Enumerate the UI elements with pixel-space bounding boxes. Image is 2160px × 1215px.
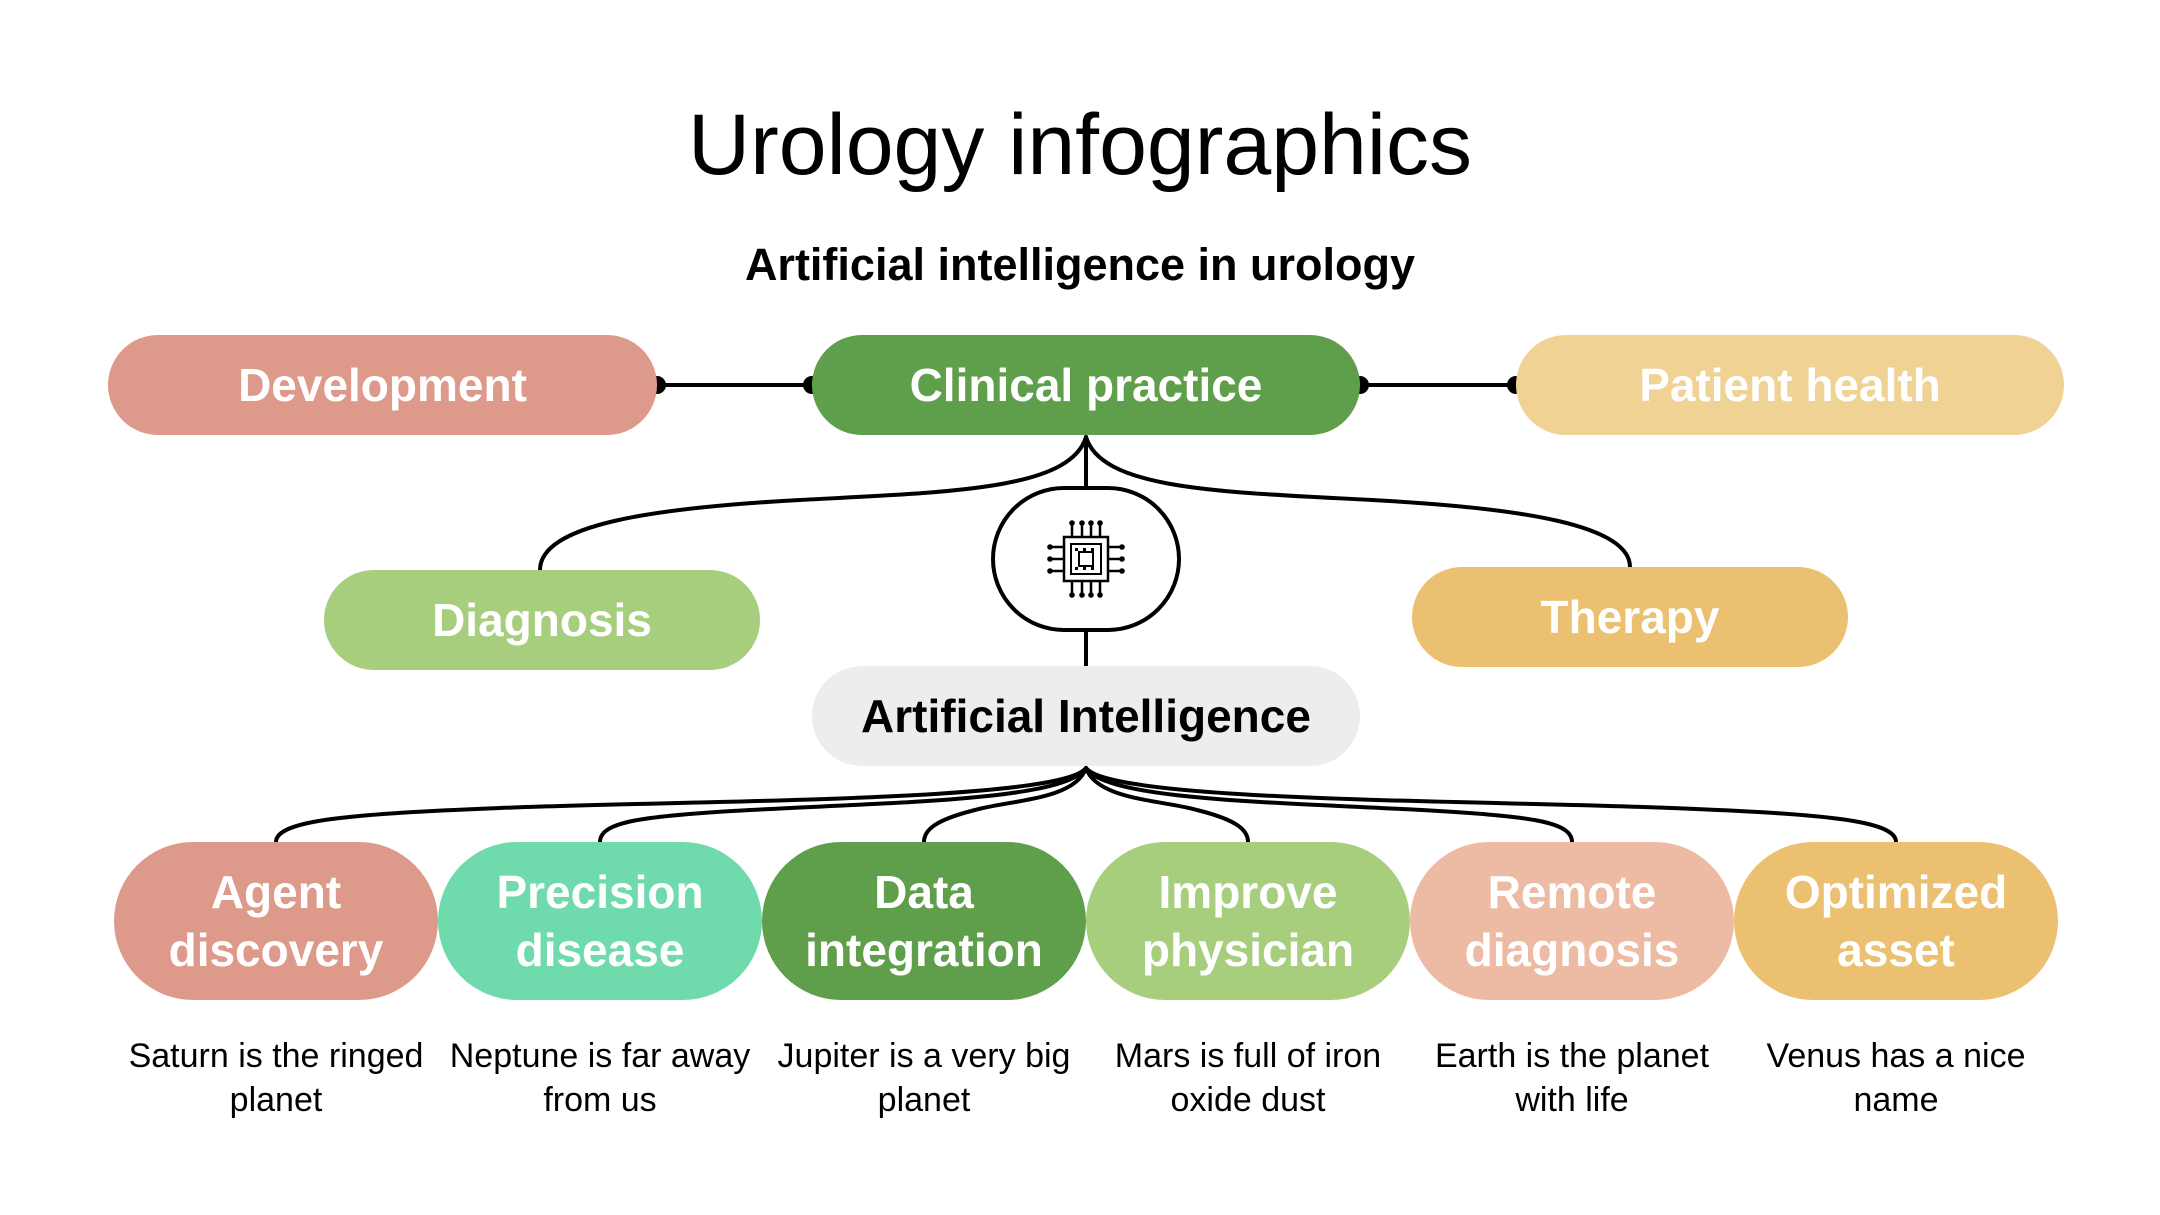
pill-therapy: Therapy (1412, 567, 1848, 667)
connector-ai-card-5 (1084, 766, 1574, 844)
pill-artificial-intelligence: Artificial Intelligence (812, 666, 1360, 766)
connector-ai-card-6 (1084, 766, 1898, 844)
card-description-precision-disease: Neptune is far away from us (449, 1037, 751, 1119)
connector-ai-card-4 (1084, 766, 1250, 844)
card-improve-physician: Improve physician (1086, 842, 1410, 1000)
card-description-improve-physician: Mars is full of iron oxide dust (1114, 1037, 1382, 1119)
card-description-data-integration: Jupiter is a very big planet (777, 1037, 1071, 1119)
connector-ai-card-2 (598, 766, 1088, 844)
card-description-remote-diagnosis: Earth is the planet with life (1434, 1037, 1710, 1119)
card-remote-diagnosis-label: Remote diagnosis (1464, 866, 1680, 976)
connector-ai-card-1 (274, 766, 1088, 844)
connector-ai-card-3 (922, 766, 1088, 844)
card-precision-disease-label: Precision disease (496, 866, 704, 976)
card-remote-diagnosis: Remote diagnosis (1410, 842, 1734, 1000)
card-description-optimized-asset: Venus has a nice name (1766, 1037, 2026, 1119)
card-optimized-asset: Optimized asset (1734, 842, 2058, 1000)
pill-development: Development (108, 335, 657, 435)
page-subtitle: Artificial intelligence in urology (744, 239, 1416, 290)
chip-ring (991, 486, 1181, 632)
page-title: Urology infographics (688, 97, 1472, 193)
pill-clinical-practice-label: Clinical practice (909, 359, 1263, 411)
pill-artificial-intelligence-label: Artificial Intelligence (861, 690, 1311, 742)
card-precision-disease: Precision disease (438, 842, 762, 1000)
card-agent-discovery: Agent discovery (114, 842, 438, 1000)
card-optimized-asset-label: Optimized asset (1784, 866, 2008, 976)
card-agent-discovery-label: Agent discovery (168, 866, 384, 976)
pill-development-label: Development (238, 359, 527, 411)
pill-patient-health-label: Patient health (1639, 359, 1941, 411)
card-improve-physician-label: Improve physician (1141, 866, 1355, 976)
card-data-integration: Data integration (762, 842, 1086, 1000)
card-data-integration-label: Data integration (805, 866, 1043, 976)
pill-clinical-practice: Clinical practice (812, 335, 1360, 435)
card-description-agent-discovery: Saturn is the ringed planet (128, 1037, 424, 1119)
microchip-icon (1047, 520, 1125, 598)
pill-patient-health: Patient health (1516, 335, 2064, 435)
pill-diagnosis: Diagnosis (324, 570, 760, 670)
pill-therapy-label: Therapy (1540, 591, 1720, 643)
pill-diagnosis-label: Diagnosis (432, 594, 652, 646)
